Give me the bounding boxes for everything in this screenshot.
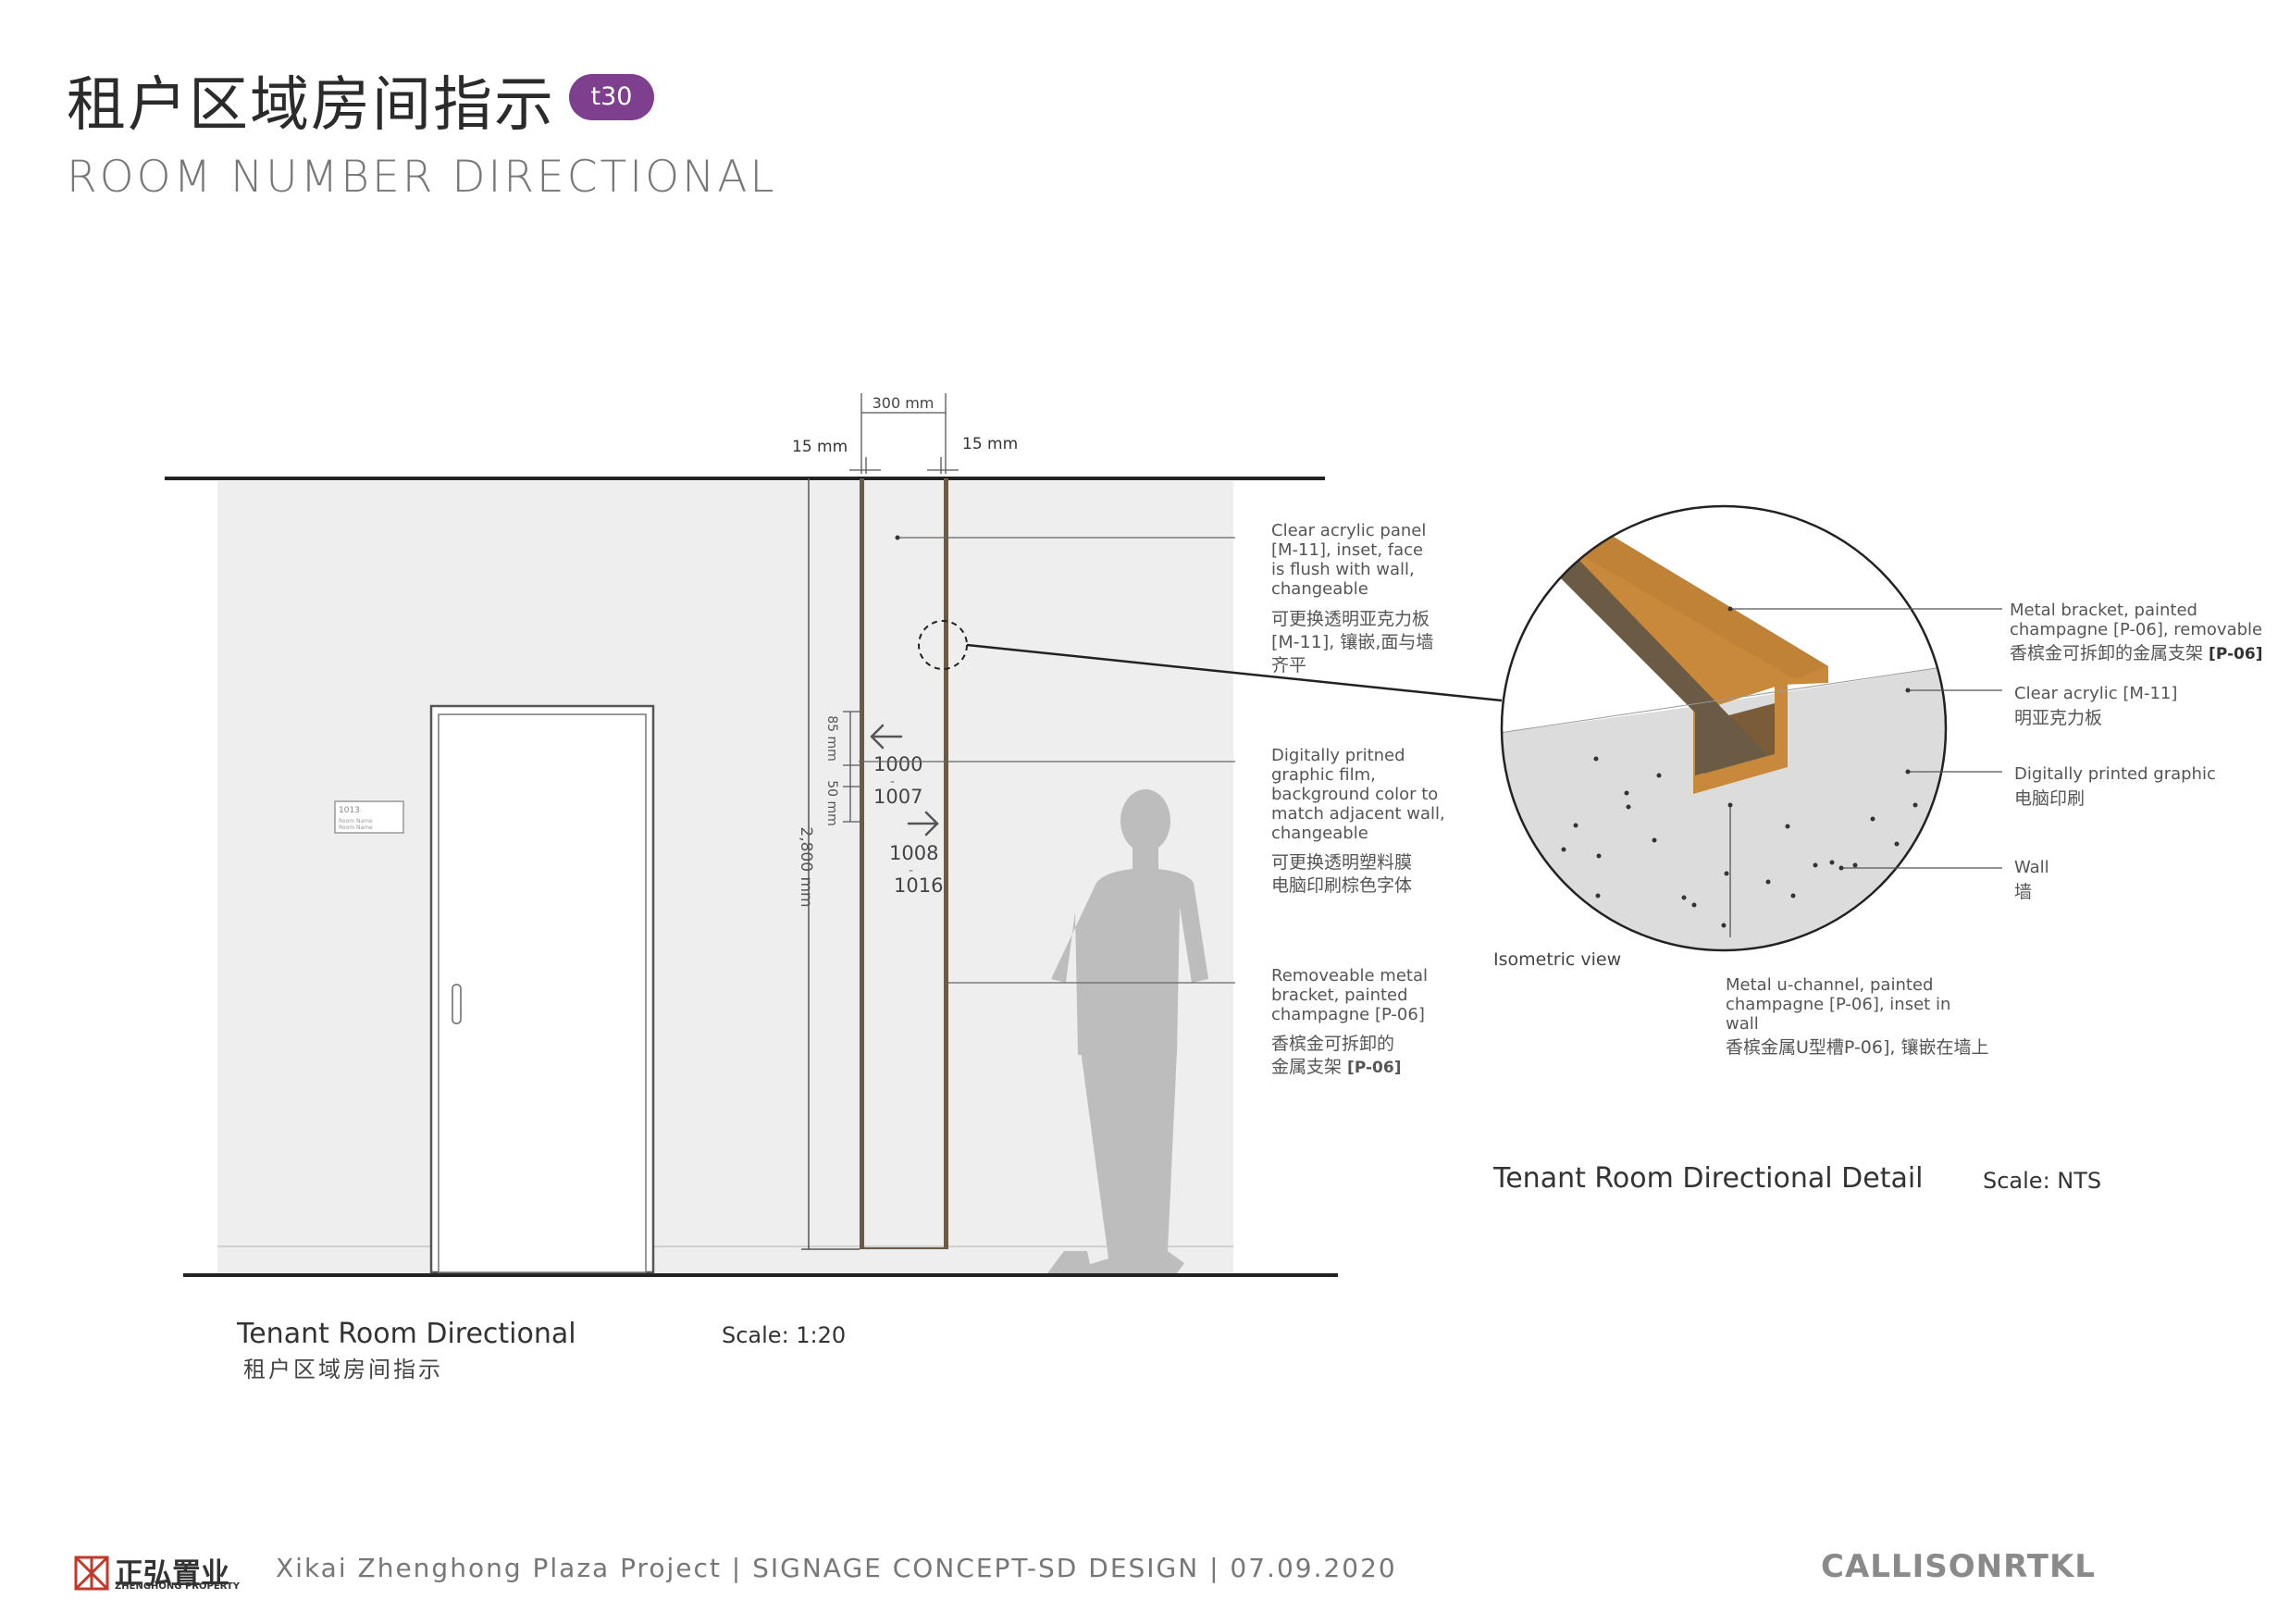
callout-bracket-en: Removeable metal bracket, painted champa… xyxy=(1271,966,1433,1024)
dim-50-label: 50 mm xyxy=(824,780,839,826)
page-title-cn: 租户区域房间指示 xyxy=(67,71,555,140)
page-title-en: ROOM NUMBER DIRECTIONAL xyxy=(67,152,777,203)
sheet-number-badge: t30 xyxy=(569,74,654,120)
elevation-caption-cn: 租户区域房间指示 xyxy=(243,1357,443,1382)
callout-film-en: Digitally pritned graphic film, backgrou… xyxy=(1271,746,1451,843)
width-dimension xyxy=(849,393,959,474)
isometric-detail xyxy=(1500,504,2002,952)
room-range-a-top: 1000 xyxy=(873,753,922,775)
height-dimension xyxy=(801,478,860,1250)
sign-bracket-left xyxy=(860,478,864,1249)
detail-acrylic-en: Clear acrylic [M-11] xyxy=(2014,684,2177,703)
detail-channel-cn: 香槟金属U型槽P-06], 镶嵌在墙上 xyxy=(1726,1037,1988,1058)
wall-surface xyxy=(217,481,1233,1275)
detail-callout-leaders xyxy=(1729,608,2002,937)
callout-acrylic-cn: 可更换透明亚克力板 [M-11], 镶嵌,面与墙 齐平 xyxy=(1271,609,1439,676)
dim-left-label: 15 mm xyxy=(792,438,848,456)
dim-width-label: 300 mm xyxy=(873,394,935,412)
dim-85-label: 85 mm xyxy=(824,715,839,762)
detail-scale: Scale: NTS xyxy=(1983,1168,2101,1194)
callout-bracket-cn: 香槟金可拆卸的 金属支架 [P-06] xyxy=(1271,1034,1401,1077)
footer-brand-en: ZHENGHONG PROPERTY xyxy=(115,1581,240,1592)
detail-bracket-cn: 香槟金可拆卸的金属支架 [P-06] xyxy=(2010,643,2262,663)
detail-wall-cn: 墙 xyxy=(2014,882,2032,902)
detail-channel-en: Metal u-channel, painted champagne [P-06… xyxy=(1726,975,1956,1034)
detail-wall-en: Wall xyxy=(2014,858,2049,877)
door-sign-number: 1013 xyxy=(339,806,360,815)
elevation-drawing: 1013 Room Name Room Name 2,800 mm 300 mm… xyxy=(165,393,1503,1277)
human-silhouette xyxy=(1047,789,1208,1273)
detail-bracket-en: Metal bracket, painted champagne [P-06],… xyxy=(2010,601,2262,639)
right-arrow-icon xyxy=(907,811,939,837)
detail-acrylic-cn: 明亚克力板 xyxy=(2014,708,2102,728)
elevation-caption-title: Tenant Room Directional xyxy=(236,1318,576,1350)
isometric-view-label: Isometric view xyxy=(1493,949,1621,970)
door-sign-line1: Room Name xyxy=(339,818,373,824)
u-channel xyxy=(1693,670,1788,794)
detail-caption-title: Tenant Room Directional Detail xyxy=(1492,1162,1924,1195)
door-sign-line2: Room Name xyxy=(339,824,373,831)
door-room-sign: 1013 Room Name Room Name xyxy=(334,800,404,834)
door xyxy=(429,704,655,1274)
door-handle xyxy=(452,984,462,1024)
dim-height-label: 2,800 mm xyxy=(797,826,815,907)
dim-right-label: 15 mm xyxy=(962,435,1018,453)
footer-brand-cn: 正弘置业 xyxy=(115,1557,229,1591)
detail-callout-dots xyxy=(1727,606,1911,871)
callout-acrylic-en: Clear acrylic panel [M-11], inset, face … xyxy=(1271,521,1431,599)
left-arrow-icon xyxy=(870,724,903,750)
room-range-b-bottom: 1016 xyxy=(894,874,943,897)
footer-project-info: Xikai Zhenghong Plaza Project | SIGNAGE … xyxy=(276,1553,1397,1583)
consultant-logo: CALLISONRTKL xyxy=(1821,1548,2096,1585)
callout-film-cn: 可更换透明塑料膜 电脑印刷棕色字体 xyxy=(1271,852,1417,896)
room-range-b-dash: - xyxy=(909,863,913,878)
sign-spacing-dimension xyxy=(843,711,860,823)
room-range-a-dash: - xyxy=(890,775,895,789)
detail-graphic-en: Digitally printed graphic xyxy=(2014,764,2216,784)
elevation-scale: Scale: 1:20 xyxy=(722,1322,846,1348)
room-range-b-top: 1008 xyxy=(889,842,938,864)
room-range-a-bottom: 1007 xyxy=(873,786,922,808)
detail-leader-line xyxy=(966,643,1503,702)
concrete-speckles xyxy=(1561,756,1918,928)
detail-circle-border xyxy=(1500,504,1948,952)
zhenghong-logo-icon xyxy=(74,1556,109,1591)
sign-bracket-right xyxy=(944,478,948,1249)
elevation-callout-leaders xyxy=(859,537,1235,984)
acrylic-callout-dot xyxy=(895,535,900,540)
detail-graphic-cn: 电脑印刷 xyxy=(2014,788,2085,809)
